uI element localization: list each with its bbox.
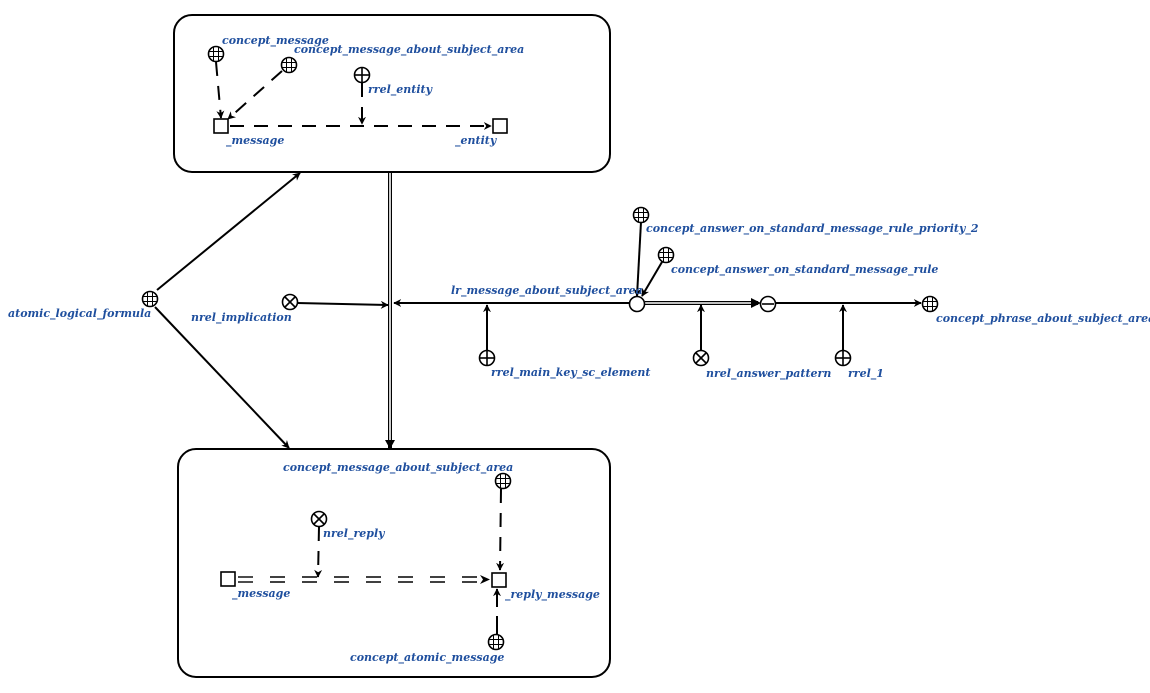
label-rrel-1: rrel_1 xyxy=(848,367,884,381)
cross-circle-icon[interactable] xyxy=(692,349,710,367)
grid-circle-icon[interactable] xyxy=(141,290,159,308)
label-concept-atomic-message: concept_atomic_message xyxy=(350,651,504,665)
square-icon[interactable] xyxy=(492,118,508,134)
grid-circle-icon[interactable] xyxy=(487,633,505,651)
label-nrel-answer-pattern: nrel_answer_pattern xyxy=(706,367,831,381)
minus-circle-icon[interactable] xyxy=(759,295,777,313)
label-concept-message-about-subject-area-top: concept_message_about_subject_area xyxy=(294,43,524,57)
contour-bottom[interactable] xyxy=(177,448,611,678)
edge-message-reply-dashed-double xyxy=(238,575,490,584)
edge-bottom-subject-area-to-reply xyxy=(496,488,505,571)
label-concept-phrase-about-subject-area: concept_phrase_about_subject_area xyxy=(936,312,1150,326)
edge-rule-to-link xyxy=(641,261,663,297)
grid-circle-icon[interactable] xyxy=(657,246,675,264)
edge-formula-to-bottom-contour xyxy=(154,306,290,449)
label-rrel-main-key-sc-element: rrel_main_key_sc_element xyxy=(491,366,651,380)
label-nrel-reply: nrel_reply xyxy=(323,527,386,541)
label-message-bottom: _message xyxy=(232,587,290,601)
circle-icon[interactable] xyxy=(628,295,646,313)
label-atomic-logical-formula: atomic_logical_formula xyxy=(8,307,151,321)
edge-nrel-reply-attr xyxy=(314,526,323,578)
grid-circle-icon[interactable] xyxy=(921,295,939,313)
edge-priority2-to-link xyxy=(633,221,642,297)
edge-concept-message-to-message xyxy=(215,61,225,119)
square-icon[interactable] xyxy=(213,118,229,134)
label-rrel-entity: rrel_entity xyxy=(368,83,434,97)
label-entity: _entity xyxy=(455,134,498,148)
plus-circle-icon[interactable] xyxy=(353,66,371,84)
label-concept-message-about-subject-area-bottom: concept_message_about_subject_area xyxy=(283,461,513,475)
label-concept-answer-rule: concept_answer_on_standard_message_rule xyxy=(671,263,938,277)
label-lr-message-about-subject-area: lr_message_about_subject_area xyxy=(451,284,643,298)
label-reply-message: _reply_message xyxy=(505,588,600,602)
label-nrel-implication: nrel_implication xyxy=(191,311,292,325)
label-concept-message: concept_message xyxy=(222,34,329,48)
edge-formula-to-top-contour xyxy=(156,172,301,291)
cross-circle-icon[interactable] xyxy=(281,293,299,311)
grid-circle-icon[interactable] xyxy=(632,206,650,224)
edge-nrel-implication-attr xyxy=(296,300,389,309)
square-icon[interactable] xyxy=(220,571,236,587)
edge-link-to-tuple-arrowhead xyxy=(751,298,761,308)
square-icon[interactable] xyxy=(491,572,507,588)
grid-circle-icon[interactable] xyxy=(207,45,225,63)
grid-circle-icon[interactable] xyxy=(280,56,298,74)
label-concept-answer-priority-2: concept_answer_on_standard_message_rule_… xyxy=(646,222,979,236)
label-message-top: _message xyxy=(226,134,284,148)
cross-circle-icon[interactable] xyxy=(310,510,328,528)
plus-circle-icon[interactable] xyxy=(478,349,496,367)
edge-implication-arrowhead xyxy=(385,440,395,449)
plus-circle-icon[interactable] xyxy=(834,349,852,367)
grid-circle-icon[interactable] xyxy=(494,472,512,490)
edge-subject-area-to-message xyxy=(227,70,283,120)
